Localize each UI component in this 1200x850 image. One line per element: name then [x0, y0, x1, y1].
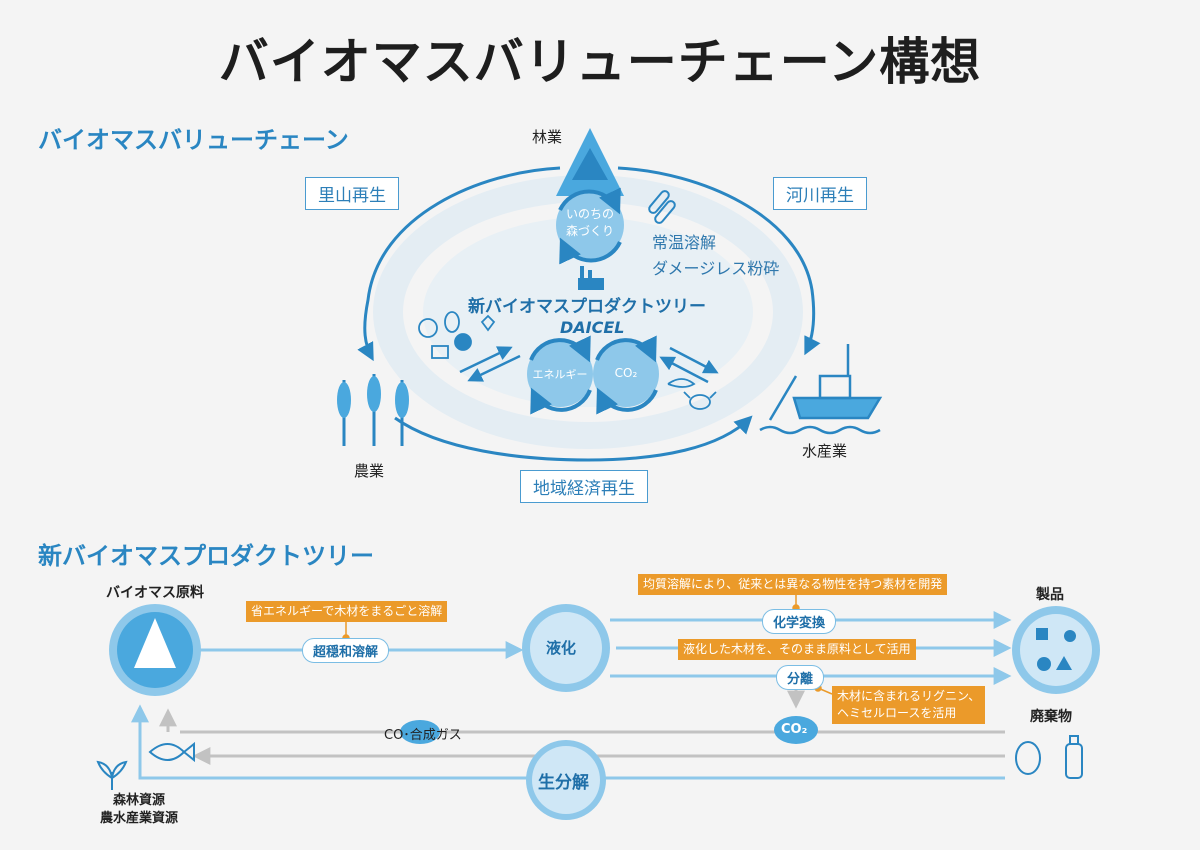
- biodegradation-label: 生分解: [538, 773, 589, 793]
- note-energy-saving: 省エネルギーで木材をまるごと溶解: [246, 601, 448, 622]
- exchange-arrows: [459, 346, 719, 384]
- products-label: 製品: [1036, 587, 1064, 603]
- factory-icon: [578, 266, 604, 290]
- river-label: 河川再生: [773, 177, 867, 210]
- produce-icons: [418, 311, 496, 359]
- mild-dissolution-label: 超穏和溶解: [302, 638, 390, 663]
- fishing-ship-icon: [759, 344, 883, 435]
- energy-co2-cycles: [527, 335, 659, 415]
- regional-label: 地域経済再生: [520, 470, 648, 503]
- co2-label: CO₂: [614, 366, 638, 380]
- forest-making-label: いのちの 森づくり: [565, 207, 614, 238]
- fish-icon: [148, 741, 195, 763]
- energy-label: エネルギー: [532, 368, 588, 381]
- biomass-raw-icon: [109, 604, 201, 696]
- agriculture-label: 農業: [354, 462, 385, 480]
- note-as-is: 液化した木材を、そのまま原料として活用: [678, 639, 916, 660]
- co2-bubble-icon: [774, 716, 818, 744]
- liquefy-icon: [522, 604, 610, 692]
- seafood-icons: [667, 378, 717, 410]
- note-lignin: 木材に含まれるリグニン、 ヘミセルロースを活用: [832, 686, 986, 724]
- sprout-icon: [96, 760, 128, 790]
- products-icon: [1012, 606, 1100, 694]
- co2-bubble-label: CO₂: [781, 722, 808, 737]
- liquefy-label: 液化: [546, 639, 577, 657]
- forest-making-cycle: [556, 187, 624, 265]
- wheat-icon: [337, 374, 409, 446]
- page-title: バイオマスバリューチェーン構想: [218, 33, 982, 91]
- section1-title: バイオマスバリューチェーン: [38, 126, 349, 154]
- logs-icon: [648, 190, 676, 224]
- satoyama-label: 里山再生: [305, 177, 399, 210]
- separation-label: 分離: [776, 665, 825, 690]
- syngas-bubble-icon: [400, 720, 440, 744]
- chemical-conversion-label: 化学変換: [762, 609, 837, 634]
- process-label: 常温溶解 ダメージレス粉砕: [652, 233, 780, 278]
- daicel-logo: DAICEL: [560, 318, 625, 337]
- section2-title: 新バイオマスプロダクトツリー: [38, 542, 374, 570]
- biomass-raw-label: バイオマス原料: [106, 585, 204, 601]
- note-uniform-dissolution: 均質溶解により、従来とは異なる物性を持つ素材を開発: [638, 574, 948, 595]
- product-tree-label: 新バイオマスプロダクトツリー: [468, 297, 706, 317]
- waste-icons: [1015, 735, 1083, 779]
- forestry-label: 林業: [532, 128, 563, 146]
- resources-label: 森林資源 農水産業資源: [100, 793, 179, 826]
- syngas-label: CO･合成ガス: [384, 728, 462, 743]
- waste-label: 廃棄物: [1030, 709, 1072, 725]
- fishery-label: 水産業: [802, 442, 848, 460]
- biodegradation-icon: [526, 740, 606, 820]
